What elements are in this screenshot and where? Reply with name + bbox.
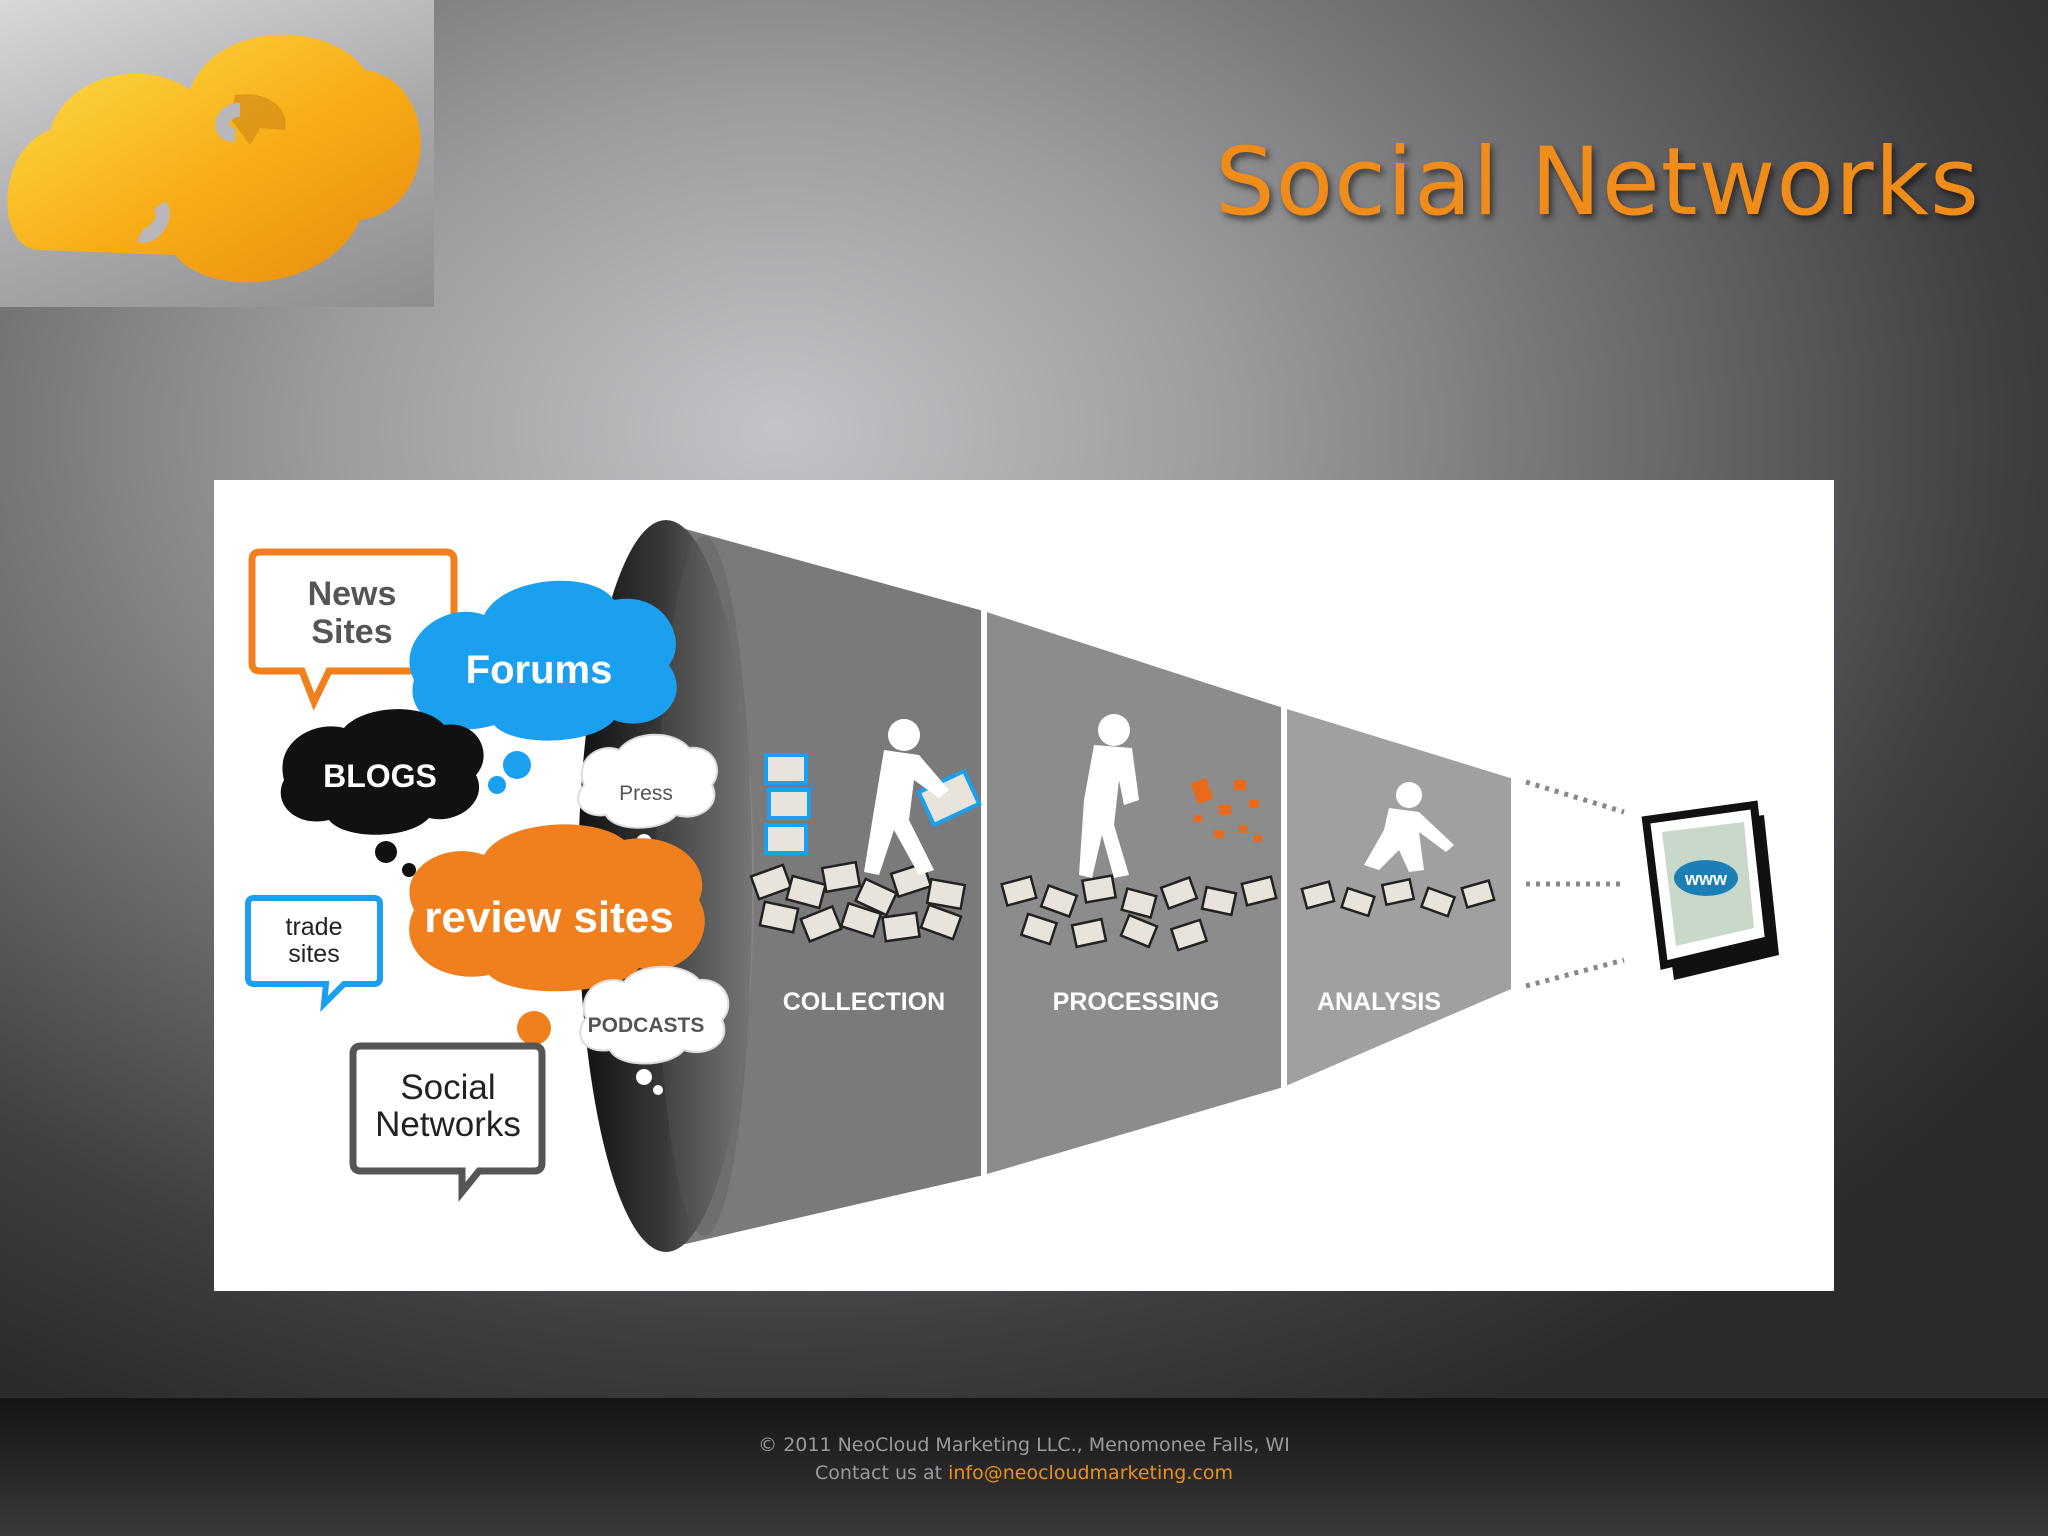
stage-label-processing: PROCESSING [1053, 988, 1220, 1016]
stage-label-analysis: ANALYSIS [1317, 988, 1441, 1016]
source-social-networks: Social Networks [349, 1042, 546, 1202]
processed-bits [1190, 777, 1262, 842]
www-screen-icon: www [1641, 800, 1779, 980]
sorted-envelopes [764, 753, 982, 855]
social-monitoring-diagram: COLLECTION PROCESSING ANALYSIS www News … [214, 480, 1834, 1291]
source-review-sites: review sites [409, 824, 705, 1065]
source-news-sites: News Sites [248, 548, 458, 711]
slide-title: Social Networks [1214, 128, 1980, 237]
review-sites-label: review sites [424, 893, 674, 942]
trade-sites-label-2: sites [288, 940, 339, 968]
footer-copyright: © 2011 NeoCloud Marketing LLC., Menomone… [758, 1434, 1290, 1456]
output-dotted-lines [1525, 779, 1625, 989]
forums-label: Forums [466, 648, 613, 692]
source-podcasts: PODCASTS [579, 965, 730, 1095]
footer-contact-email[interactable]: info@neocloudmarketing.com [948, 1462, 1233, 1484]
worker-figures [864, 714, 1454, 878]
funnel [578, 516, 1517, 1256]
stage-label-collection: COLLECTION [783, 988, 946, 1016]
social-networks-label-2: Networks [375, 1105, 521, 1144]
trade-sites-label-1: trade [286, 913, 343, 941]
news-sites-label-2: Sites [311, 613, 392, 651]
envelope-pile [749, 860, 1496, 952]
source-trade-sites: trade sites [245, 895, 383, 1013]
podcasts-label: PODCASTS [588, 1014, 705, 1037]
social-networks-label-1: Social [400, 1068, 495, 1107]
blogs-label: BLOGS [323, 758, 437, 794]
source-forums: Forums [409, 580, 677, 741]
source-press: Press [577, 733, 718, 863]
footer: © 2011 NeoCloud Marketing LLC., Menomone… [0, 1398, 2048, 1536]
footer-contact: Contact us at info@neocloudmarketing.com [0, 1462, 2048, 1484]
press-label: Press [619, 782, 673, 805]
news-sites-label-1: News [308, 575, 397, 613]
www-label: www [1684, 869, 1728, 889]
company-logo [0, 0, 434, 307]
footer-contact-prefix: Contact us at [815, 1462, 943, 1484]
orange-cloud-sync-icon [7, 34, 421, 283]
source-blogs: BLOGS [280, 709, 531, 877]
